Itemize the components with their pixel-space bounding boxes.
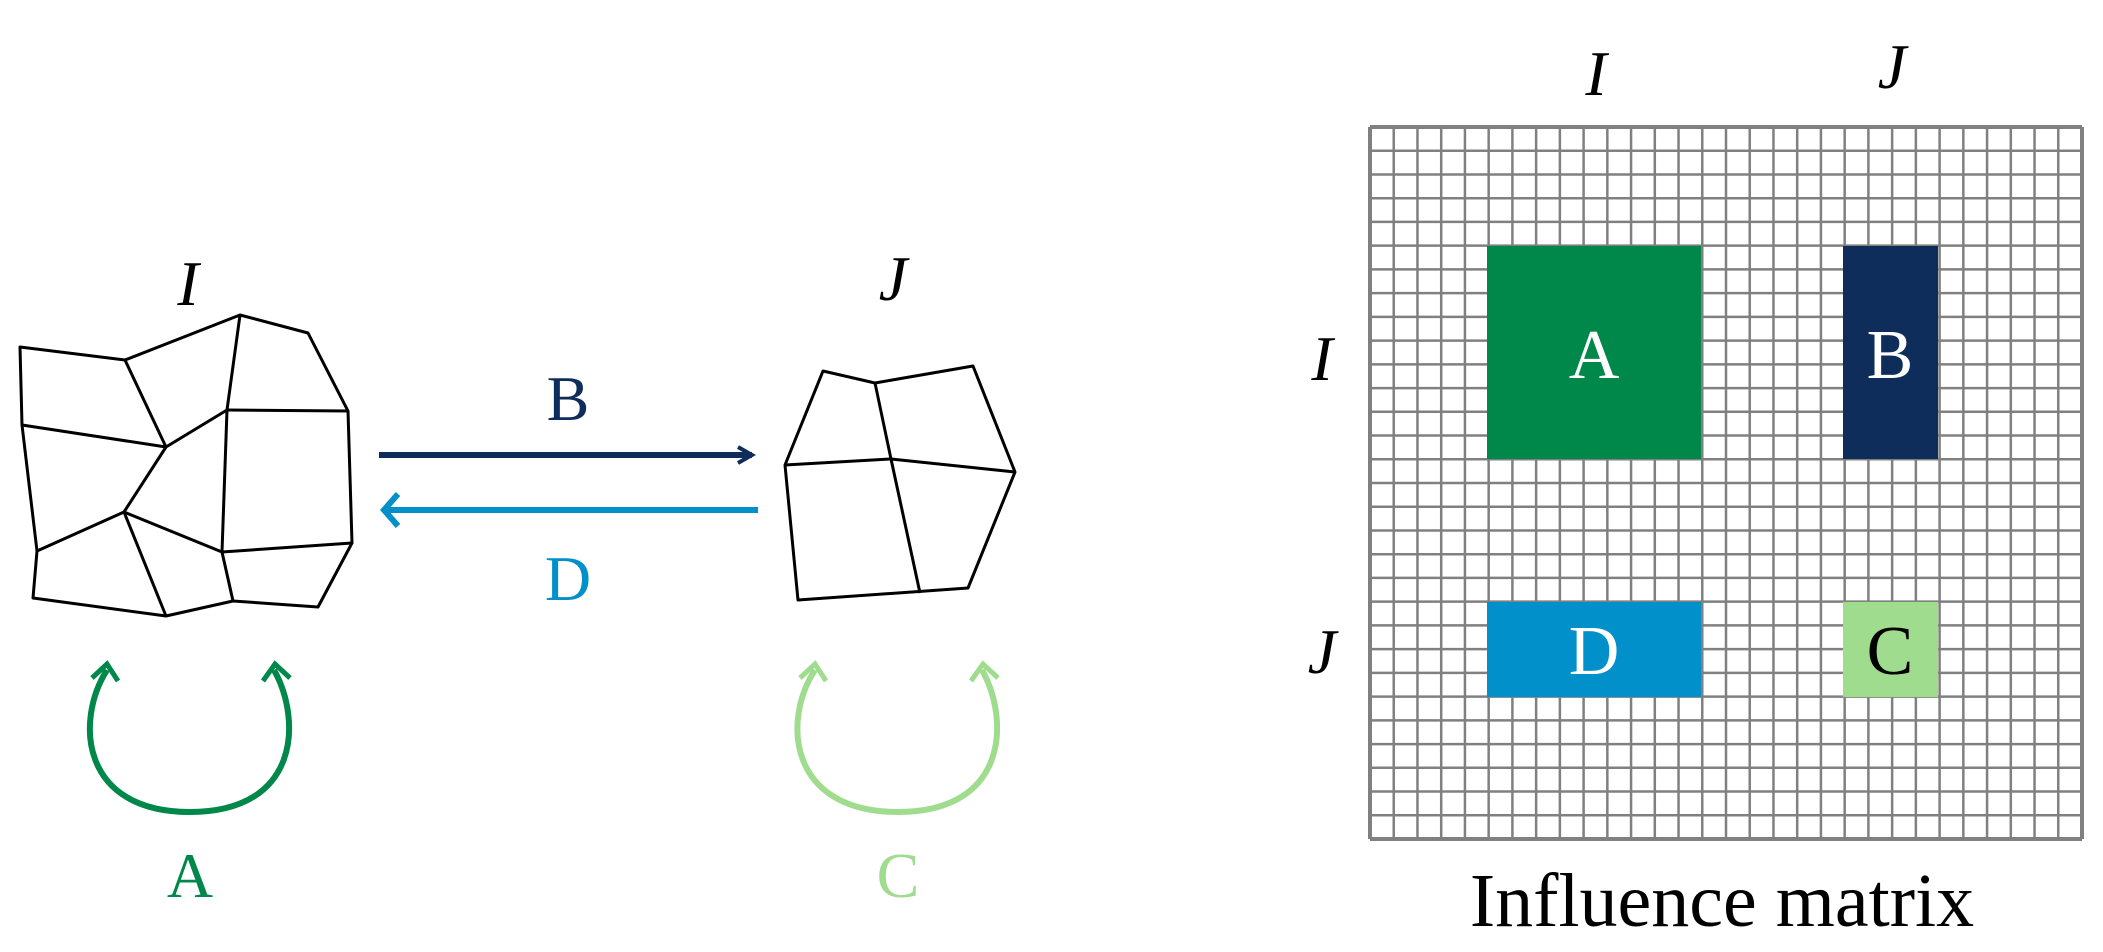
subdomain-j-label: J <box>879 243 910 314</box>
matrix-block-a <box>1487 246 1701 459</box>
loop-c <box>794 660 1001 816</box>
matrix-block-b-label: B <box>1867 317 1914 394</box>
matrix-block-c <box>1843 602 1938 697</box>
loop-a-label: A <box>167 840 213 911</box>
matrix-block-d-label: D <box>1569 613 1620 690</box>
matrix-grid <box>1368 125 2084 841</box>
matrix-col-j-label: J <box>1878 31 1909 102</box>
matrix-block-b <box>1843 246 1938 459</box>
matrix-block-d <box>1487 602 1701 697</box>
arrow-b-label: B <box>547 363 590 434</box>
matrix-block-a-label: A <box>1569 317 1620 394</box>
matrix-col-i-label: I <box>1584 38 1609 109</box>
loop-c-label: C <box>877 840 920 911</box>
loop-a <box>86 660 293 816</box>
matrix-block-c-label: C <box>1867 613 1914 690</box>
arrow-d-label: D <box>545 543 591 614</box>
arrow-d-head <box>380 492 401 528</box>
matrix-row-i-label: I <box>1310 323 1335 394</box>
subdomain-i-label: I <box>176 248 201 319</box>
subdomain-i-mesh <box>18 313 354 618</box>
matrix-row-j-label: J <box>1308 616 1339 687</box>
matrix-caption: Influence matrix <box>1470 859 1974 943</box>
subdomain-j-mesh <box>783 364 1017 602</box>
